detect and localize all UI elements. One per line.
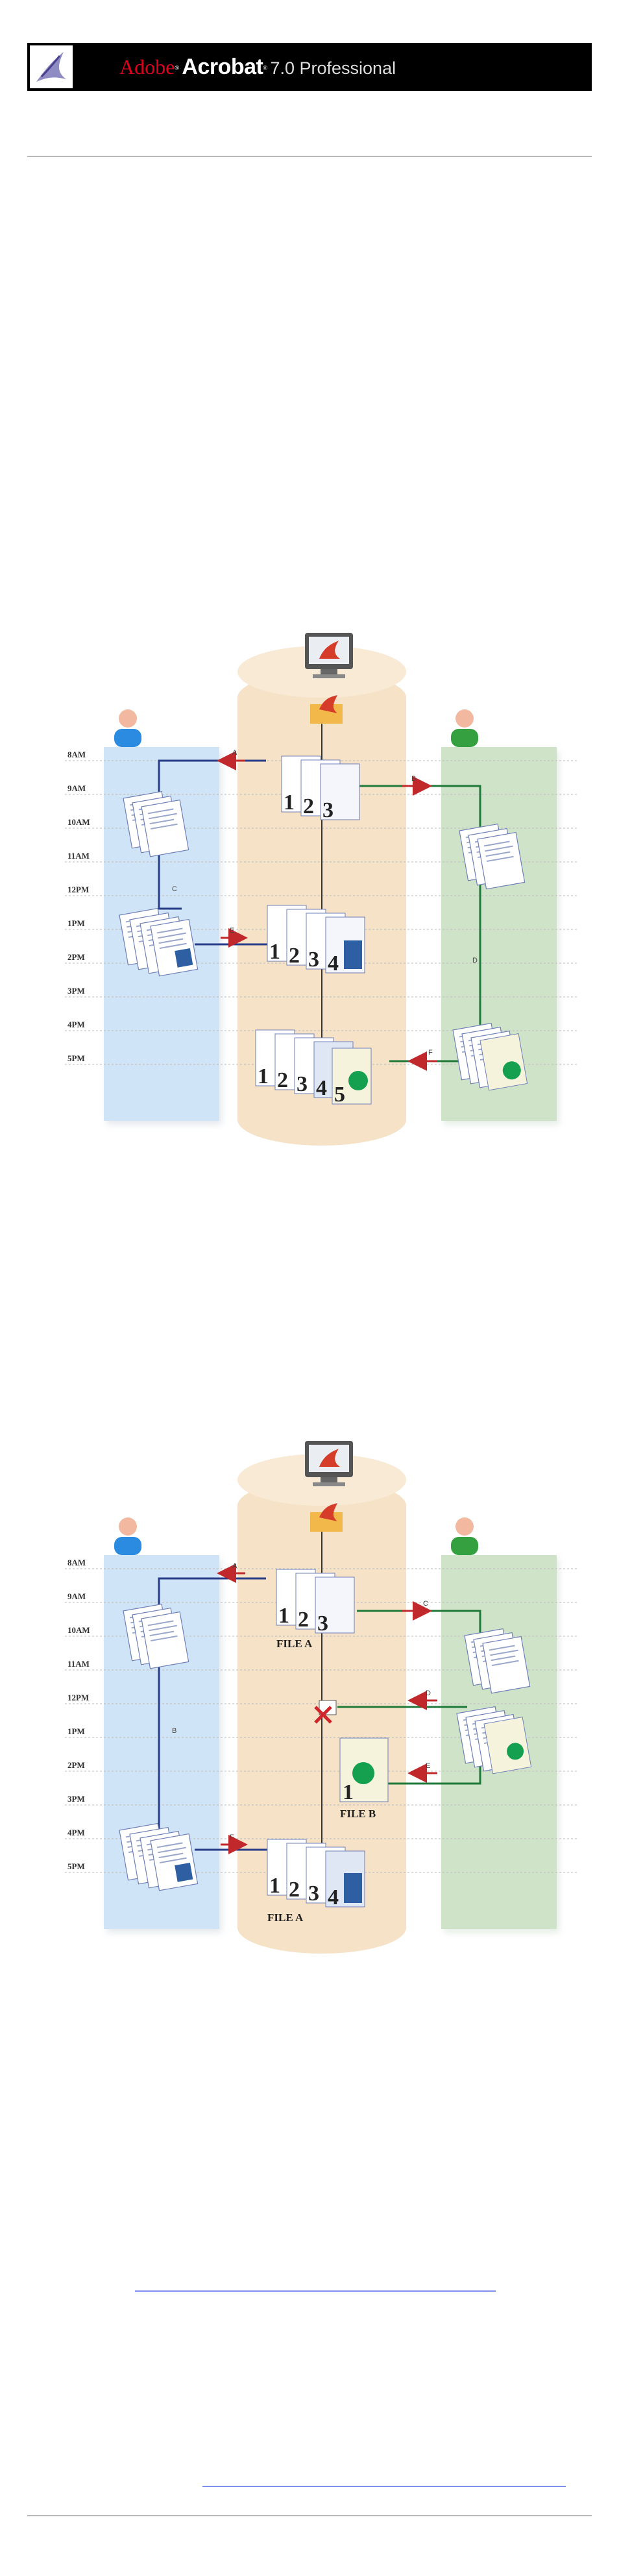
time-label: 3PM [67, 1794, 85, 1804]
page-number: 1 [284, 791, 295, 815]
page-number: 2 [289, 1878, 300, 1902]
page-number: 3 [297, 1072, 308, 1096]
page-number: 2 [277, 1068, 288, 1092]
time-label: 3PM [67, 986, 85, 996]
right-documents [456, 1628, 532, 1774]
link-underline[interactable] [202, 2486, 566, 2487]
arrow-label: D [472, 957, 478, 964]
page-number: 3 [317, 1612, 328, 1636]
page-number: 2 [289, 944, 300, 968]
arrow-label: B [411, 775, 416, 783]
arrow-label: A [232, 1562, 237, 1570]
page-number: 4 [316, 1076, 327, 1100]
time-label: 5PM [67, 1053, 85, 1063]
center-documents: 1 2 3 1 2 3 4 1 2 3 4 5 [255, 755, 372, 1107]
page-number: 3 [322, 798, 334, 822]
page-number: 1 [269, 940, 280, 964]
right-documents [452, 823, 528, 1091]
file-label: FILE A [276, 1638, 313, 1650]
time-label: 9AM [67, 1591, 86, 1601]
page-number: 4 [328, 951, 339, 975]
user-left-icon [114, 709, 141, 747]
page-number: 2 [298, 1608, 309, 1632]
arrow-label: A [232, 749, 237, 757]
time-label: 4PM [67, 1828, 85, 1837]
workflow-diagram-sequential: 8AM 9AM 10AM 11AM 12PM 1PM 2PM 3PM 4PM 5… [65, 633, 577, 1146]
page-number: 1 [343, 1780, 354, 1804]
workflow-diagram-parallel: 8AM 9AM 10AM 11AM 12PM 1PM 2PM 3PM 4PM 5… [65, 1441, 577, 1954]
page-number: 1 [278, 1604, 289, 1628]
time-label: 8AM [67, 750, 86, 759]
page-number: 3 [308, 1882, 319, 1906]
page-number: 5 [334, 1083, 345, 1107]
time-label: 9AM [67, 783, 86, 793]
time-label: 12PM [67, 885, 89, 894]
time-label: 1PM [67, 918, 85, 928]
link-underline[interactable] [135, 2290, 496, 2292]
arrow-label: E [230, 927, 234, 935]
server-computer-icon [305, 633, 353, 678]
time-label: 2PM [67, 952, 85, 962]
time-label: 10AM [67, 1625, 90, 1635]
time-label: 12PM [67, 1693, 89, 1702]
page-number: 1 [269, 1874, 280, 1898]
file-label: FILE B [340, 1808, 376, 1820]
arrow-label: B [172, 1727, 176, 1735]
user-right-icon [451, 1517, 478, 1555]
center-documents: 1 2 3 FILE A 1 FILE B 1 2 3 4 FILE A [267, 1569, 389, 1924]
left-documents [119, 1603, 199, 1891]
arrow-label: C [172, 885, 177, 893]
page-number: 4 [328, 1885, 339, 1909]
shared-folder-icon [310, 695, 343, 724]
time-label: 1PM [67, 1726, 85, 1736]
arrow-label: F [230, 1834, 234, 1841]
user-right-icon [451, 709, 478, 747]
banner-title: Adobe® Acrobat® 7.0 Professional [119, 55, 396, 79]
page-number: 1 [258, 1064, 269, 1088]
time-label: 8AM [67, 1558, 86, 1567]
arrow-label: D [426, 1689, 431, 1697]
product-name: Acrobat [182, 55, 263, 79]
time-label: 2PM [67, 1760, 85, 1770]
arrow-label: F [428, 1049, 433, 1057]
time-label: 5PM [67, 1861, 85, 1871]
shared-folder-icon [310, 1503, 343, 1532]
time-label: 4PM [67, 1020, 85, 1029]
product-version: 7.0 Professional [270, 58, 396, 78]
page-number: 2 [303, 794, 314, 818]
page-number: 3 [308, 948, 319, 972]
acrobat-logo-icon [30, 45, 73, 88]
header-banner: Adobe® Acrobat® 7.0 Professional [27, 43, 592, 91]
conflict-x-icon [314, 1700, 337, 1724]
left-documents [119, 791, 199, 977]
brand-name: Adobe [119, 55, 175, 79]
server-computer-icon [305, 1441, 353, 1486]
time-label: 10AM [67, 817, 90, 827]
time-label: 11AM [67, 851, 90, 861]
arrow-label: C [423, 1600, 428, 1608]
top-divider [27, 156, 592, 157]
time-label: 11AM [67, 1659, 90, 1669]
arrow-label: E [426, 1762, 430, 1770]
user-left-icon [114, 1517, 141, 1555]
file-label: FILE A [267, 1911, 304, 1924]
bottom-divider [27, 2515, 592, 2516]
